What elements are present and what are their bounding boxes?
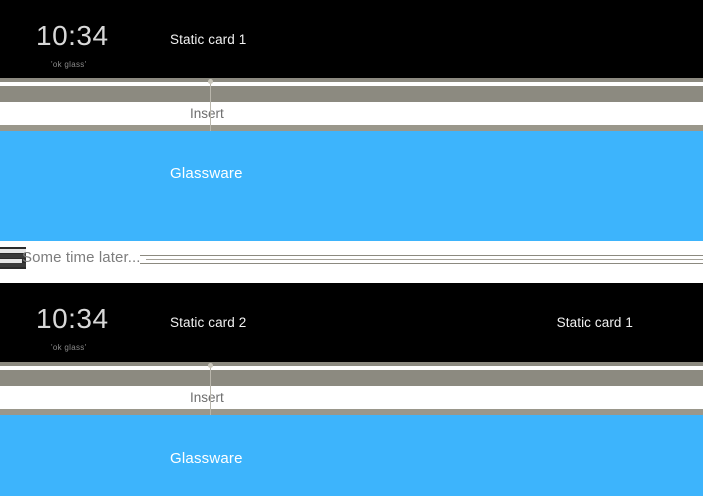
scroll-strip-top-b[interactable] bbox=[0, 86, 703, 102]
glassware-label-top[interactable]: Glassware bbox=[170, 165, 243, 182]
time-gap-label: Some time later... bbox=[22, 249, 141, 266]
voice-hint-label-bottom: 'ok glass' bbox=[51, 343, 87, 352]
static-card-1-label-bottom[interactable]: Static card 1 bbox=[556, 315, 633, 330]
scroll-strip-top-a[interactable] bbox=[0, 78, 703, 82]
insert-row-top[interactable]: Insert bbox=[0, 102, 703, 125]
clock-band-bottom[interactable]: 10:34 'ok glass' Static card 2 Static ca… bbox=[0, 283, 703, 362]
clock-band-top[interactable]: 10:34 'ok glass' Static card 1 bbox=[0, 0, 703, 78]
connector-node-top bbox=[208, 79, 213, 84]
time-gap-rule-a bbox=[140, 255, 703, 256]
collapsed-item-badge[interactable] bbox=[0, 247, 26, 269]
glassware-label-bottom[interactable]: Glassware bbox=[170, 450, 243, 467]
glassware-band-top[interactable]: Glassware bbox=[0, 131, 703, 241]
strip-gap-bottom bbox=[0, 366, 703, 370]
scroll-strip-bottom-c[interactable] bbox=[0, 409, 703, 415]
connector-line-bottom bbox=[210, 363, 211, 415]
scroll-strip-bottom-a[interactable] bbox=[0, 362, 703, 366]
static-card-2-label-bottom[interactable]: Static card 2 bbox=[170, 315, 247, 330]
static-card-1-label-top[interactable]: Static card 1 bbox=[170, 32, 247, 47]
time-gap-rule-c bbox=[140, 263, 703, 264]
time-gap-divider: Some time later... bbox=[0, 241, 703, 283]
clock-time: 10:34 bbox=[36, 20, 109, 51]
voice-hint-label: 'ok glass' bbox=[51, 60, 87, 69]
strip-gap-top bbox=[0, 82, 703, 86]
glassware-band-bottom[interactable]: Glassware bbox=[0, 415, 703, 496]
scroll-strip-top-c[interactable] bbox=[0, 125, 703, 131]
insert-row-bottom[interactable]: Insert bbox=[0, 386, 703, 409]
connector-node-bottom bbox=[208, 363, 213, 368]
time-gap-rule-b bbox=[146, 259, 703, 260]
scroll-strip-bottom-b[interactable] bbox=[0, 370, 703, 386]
connector-line-top bbox=[210, 79, 211, 131]
insert-label-bottom[interactable]: Insert bbox=[190, 390, 224, 405]
clock-time-bottom: 10:34 bbox=[36, 303, 109, 334]
insert-label-top[interactable]: Insert bbox=[190, 106, 224, 121]
